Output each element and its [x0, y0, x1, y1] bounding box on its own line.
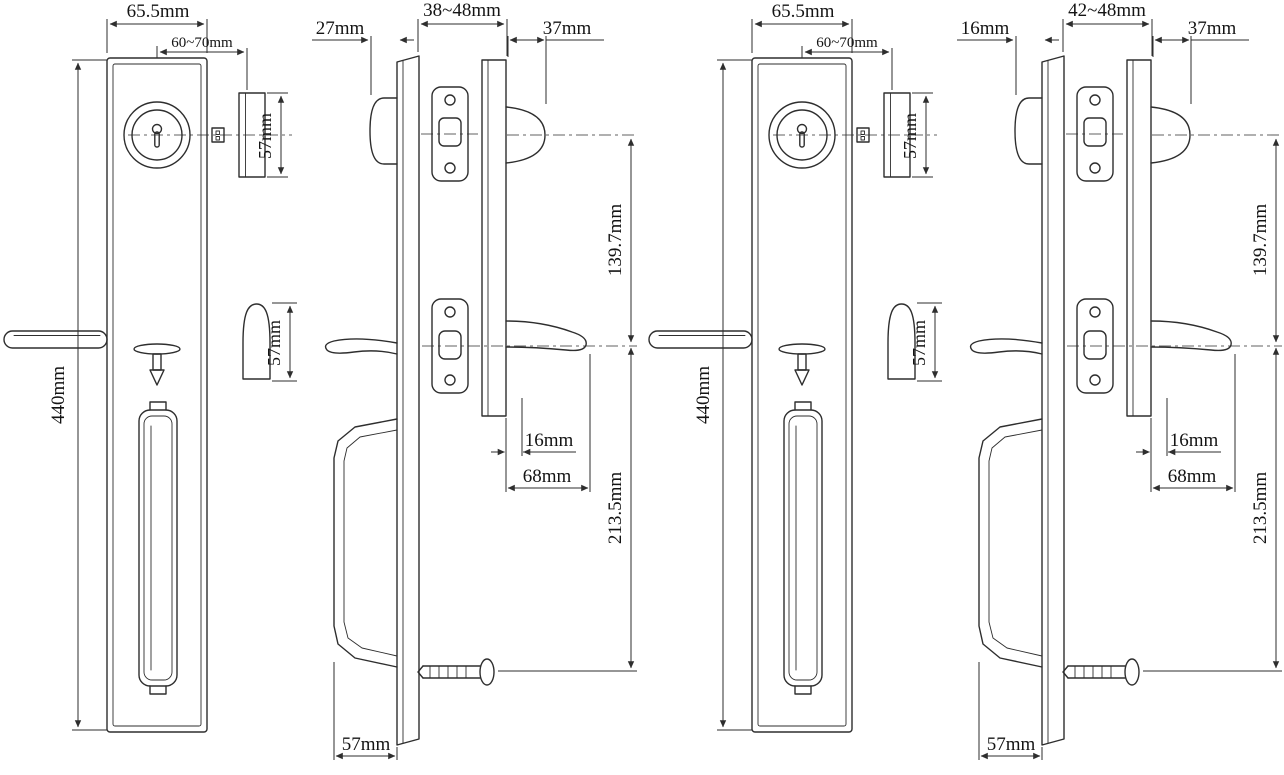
side-view-drawing — [957, 19, 1282, 760]
dim-label-latch-face: 57mm — [909, 320, 929, 366]
dim-label-backset: 60~70mm — [816, 35, 878, 51]
dim-label-grip-clearance: 57mm — [987, 734, 1036, 755]
dim-label-lever-offset: 16mm — [525, 430, 574, 451]
dim-label-lower-span: 213.5mm — [1250, 472, 1271, 545]
dim-label-grip-clearance: 57mm — [342, 734, 391, 755]
dim-label-knob-projection: 37mm — [1188, 18, 1237, 39]
dim-label-lever-length: 68mm — [523, 466, 572, 487]
dim-label-latch-face: 57mm — [264, 320, 284, 366]
dim-label-upper-span: 139.7mm — [1250, 204, 1271, 277]
dim-label-exterior-projection: 16mm — [961, 18, 1010, 39]
dim-label-knob-projection: 37mm — [543, 18, 592, 39]
dim-label-plate-width: 65.5mm — [772, 1, 835, 22]
dim-label-plate-width: 65.5mm — [127, 1, 190, 22]
dim-label-upper-span: 139.7mm — [605, 204, 626, 277]
dim-label-deadbolt-face: 57mm — [900, 113, 920, 159]
dim-label-backset: 60~70mm — [171, 35, 233, 51]
dim-label-exterior-projection: 27mm — [316, 18, 365, 39]
dim-label-plate-height: 440mm — [693, 366, 714, 424]
assembly-right: 65.5mm 60~70mm 440mm 57mm 57mm 42~48mm 1… — [649, 0, 1282, 760]
assembly-left: 65.5mm 60~70mm 440mm 57mm 57mm 38~48mm 2… — [4, 0, 637, 760]
dim-label-door-thickness: 38~48mm — [423, 0, 501, 21]
dim-label-lever-length: 68mm — [1168, 466, 1217, 487]
dim-label-deadbolt-face: 57mm — [255, 113, 275, 159]
dim-label-lower-span: 213.5mm — [605, 472, 626, 545]
dim-label-plate-height: 440mm — [48, 366, 69, 424]
side-view-drawing — [312, 19, 637, 760]
dim-label-door-thickness: 42~48mm — [1068, 0, 1146, 21]
dim-label-lever-offset: 16mm — [1170, 430, 1219, 451]
